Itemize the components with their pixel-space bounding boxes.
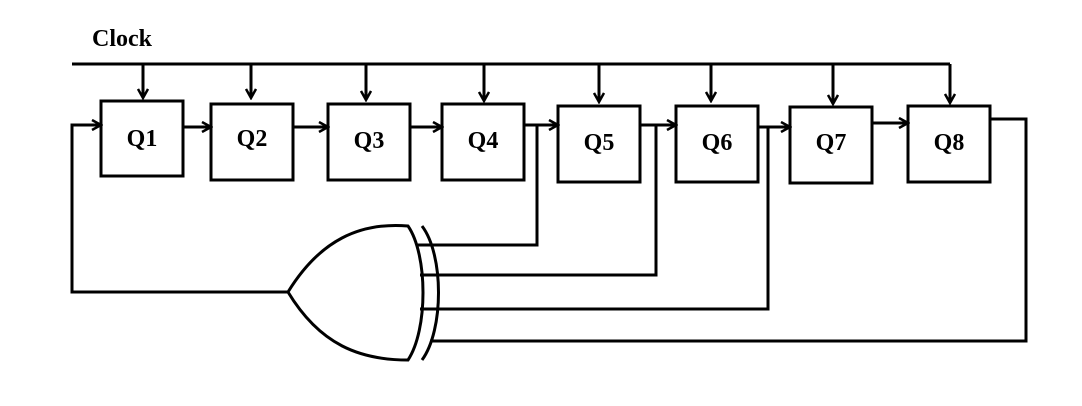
clock-label: Clock — [92, 26, 153, 52]
register-q4: Q4 — [440, 102, 526, 182]
feedback-wire — [70, 125, 288, 294]
register-q6: Q6 — [674, 104, 760, 184]
register-q7: Q7 — [788, 105, 874, 185]
register-label: Q4 — [468, 128, 499, 154]
shift-arrows — [183, 123, 908, 127]
clock-taps — [143, 64, 950, 104]
tap-wire-q4 — [417, 125, 539, 247]
register-label: Q6 — [702, 130, 733, 156]
register-label: Q7 — [816, 130, 847, 156]
tap-wire-q6 — [420, 127, 770, 311]
register-q8: Q8 — [906, 104, 992, 184]
register-label: Q1 — [127, 126, 158, 152]
register-q2: Q2 — [209, 102, 295, 182]
register-q1: Q1 — [99, 99, 185, 178]
feedback-taps — [417, 117, 1028, 343]
register-q5: Q5 — [556, 104, 642, 184]
register-label: Q2 — [237, 126, 268, 152]
tap-wire-q5 — [420, 125, 658, 277]
register-chain: Q1 Q2 Q3 Q4 Q5 Q6 Q7 Q8 — [99, 99, 992, 185]
xor-gate — [286, 223, 440, 362]
register-label: Q3 — [354, 128, 385, 154]
register-q3: Q3 — [326, 102, 412, 182]
tap-wire-q8 — [430, 117, 1028, 343]
register-label: Q5 — [584, 130, 615, 156]
register-label: Q8 — [934, 130, 965, 156]
